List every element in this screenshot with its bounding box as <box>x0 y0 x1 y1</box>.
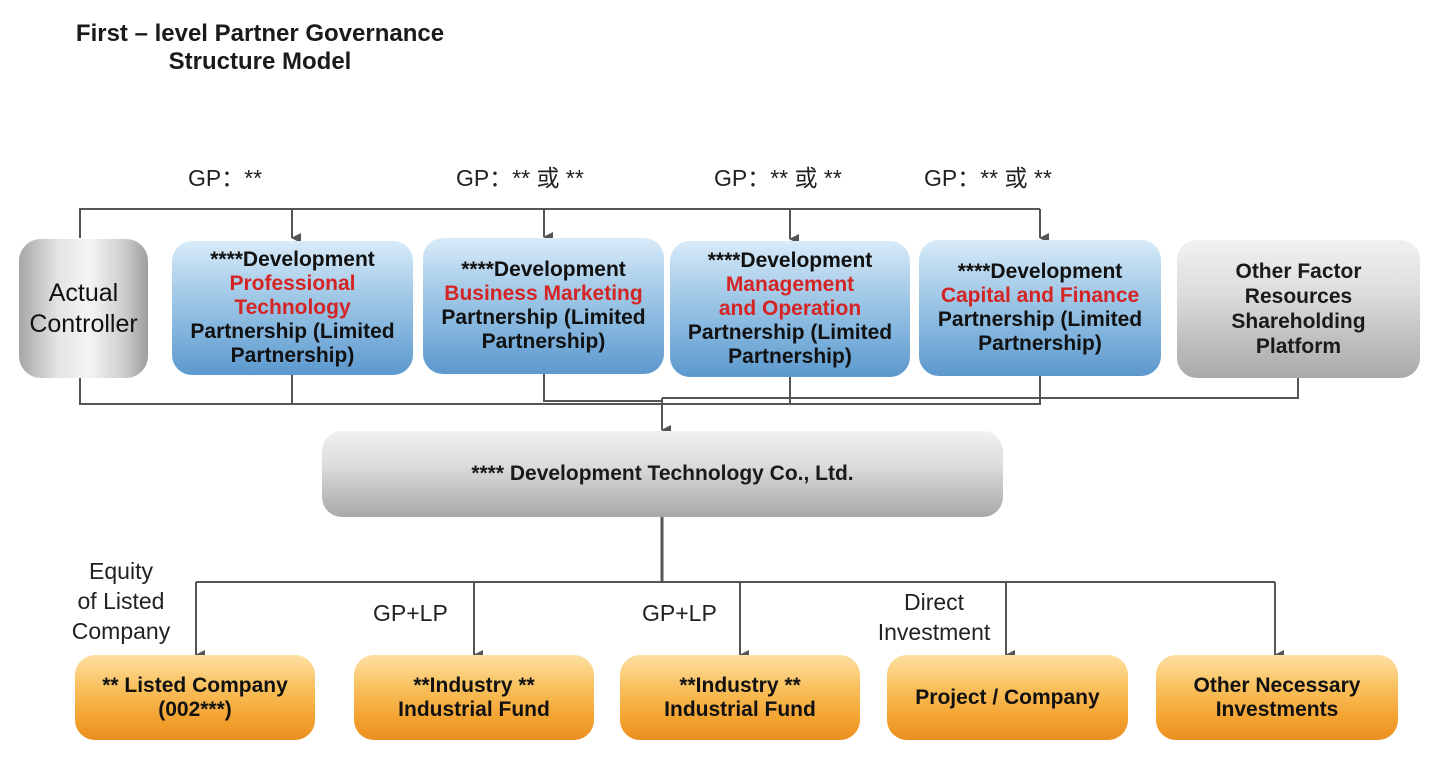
platform-line-2: Resources <box>1244 285 1353 308</box>
industrial-fund-2-line-1: **Industry ** <box>679 673 801 697</box>
other-investments-box: Other Necessary Investments <box>1156 655 1398 740</box>
partnership-3-highlight-2: and Operation <box>718 297 862 320</box>
diagram-title: First – level Partner Governance Structu… <box>50 20 470 76</box>
partnership-professional-technology-box: ****Development Professional Technology … <box>172 241 413 375</box>
equity-listed-company-label: Equity of Listed Company <box>56 556 186 646</box>
partnership-4-prefix: ****Development <box>957 260 1123 283</box>
gp-lp-label-2: GP+LP <box>642 600 717 626</box>
gp-label-2: GP：** 或 ** <box>456 165 584 191</box>
shareholder-line-2 <box>543 374 662 402</box>
partnership-2-suffix-1: Partnership (Limited <box>441 306 646 329</box>
shareholder-line-4 <box>662 376 1041 405</box>
gp-label-3: GP：** 或 ** <box>714 165 842 191</box>
platform-line-4: Platform <box>1255 335 1342 358</box>
partnership-3-prefix: ****Development <box>707 249 873 272</box>
listed-company-line-1: ** Listed Company <box>102 673 288 697</box>
shareholder-line-controller <box>79 378 662 405</box>
partnership-3-suffix-2: Partnership) <box>728 345 852 368</box>
other-investments-line-2: Investments <box>1215 697 1339 721</box>
industrial-fund-2-line-2: Industrial Fund <box>664 697 816 721</box>
partnership-3-suffix-1: Partnership (Limited <box>687 321 893 344</box>
actual-controller-box: Actual Controller <box>19 239 148 378</box>
direct-label-line-2: Investment <box>877 619 991 645</box>
industrial-fund-box-2: **Industry ** Industrial Fund <box>620 655 860 740</box>
partnership-1-prefix: ****Development <box>210 248 375 271</box>
partnership-capital-finance-box: ****Development Capital and Finance Part… <box>919 240 1161 376</box>
actual-controller-line-1: Actual <box>48 278 119 307</box>
platform-line-3: Shareholding <box>1231 310 1366 333</box>
platform-line-1: Other Factor <box>1235 260 1362 283</box>
company-box: **** Development Technology Co., Ltd. <box>322 431 1003 517</box>
gp-label-1: GP：** <box>188 165 263 191</box>
shareholder-line-3 <box>662 377 791 405</box>
partnership-2-highlight-1: Business Marketing <box>444 282 643 305</box>
partnership-2-prefix: ****Development <box>461 258 626 281</box>
industrial-fund-box-1: **Industry ** Industrial Fund <box>354 655 594 740</box>
gp-label-4: GP：** 或 ** <box>924 165 1052 191</box>
project-company-line-1: Project / Company <box>915 685 1100 709</box>
equity-label-line-1: Equity <box>89 558 153 584</box>
partnership-4-suffix-2: Partnership) <box>978 332 1102 355</box>
partnership-management-operation-box: ****Development Management and Operation… <box>670 241 910 377</box>
gp-lp-label-1: GP+LP <box>373 600 448 626</box>
partnership-4-highlight-1: Capital and Finance <box>940 284 1140 307</box>
partnership-1-highlight-1: Professional <box>229 272 356 295</box>
title-line-2: Structure Model <box>168 48 352 75</box>
listed-company-line-2: (002***) <box>158 697 232 721</box>
shareholder-line-platform <box>662 378 1299 399</box>
actual-controller-line-2: Controller <box>29 309 138 338</box>
partnership-3-highlight-1: Management <box>725 273 855 296</box>
company-name: **** Development Technology Co., Ltd. <box>471 462 854 485</box>
industrial-fund-1-line-2: Industrial Fund <box>398 697 550 721</box>
other-investments-line-1: Other Necessary <box>1193 673 1361 697</box>
listed-company-box: ** Listed Company (002***) <box>75 655 315 740</box>
project-company-box: Project / Company <box>887 655 1128 740</box>
industrial-fund-1-line-1: **Industry ** <box>413 673 535 697</box>
partnership-1-highlight-2: Technology <box>234 296 351 319</box>
direct-label-line-1: Direct <box>903 589 965 615</box>
partnership-2-suffix-2: Partnership) <box>481 330 606 353</box>
other-factor-platform-box: Other Factor Resources Shareholding Plat… <box>1177 240 1420 378</box>
equity-label-line-2: of Listed <box>77 588 165 614</box>
partnership-1-suffix-2: Partnership) <box>230 344 355 367</box>
equity-label-line-3: Company <box>71 618 171 644</box>
title-line-1: First – level Partner Governance <box>75 20 445 47</box>
partnership-4-suffix-1: Partnership (Limited <box>937 308 1143 331</box>
gp-top-line <box>79 208 1040 238</box>
partnership-1-suffix-1: Partnership (Limited <box>190 320 395 343</box>
direct-investment-label: Direct Investment <box>864 587 1004 647</box>
partnership-business-marketing-box: ****Development Business Marketing Partn… <box>423 238 664 374</box>
